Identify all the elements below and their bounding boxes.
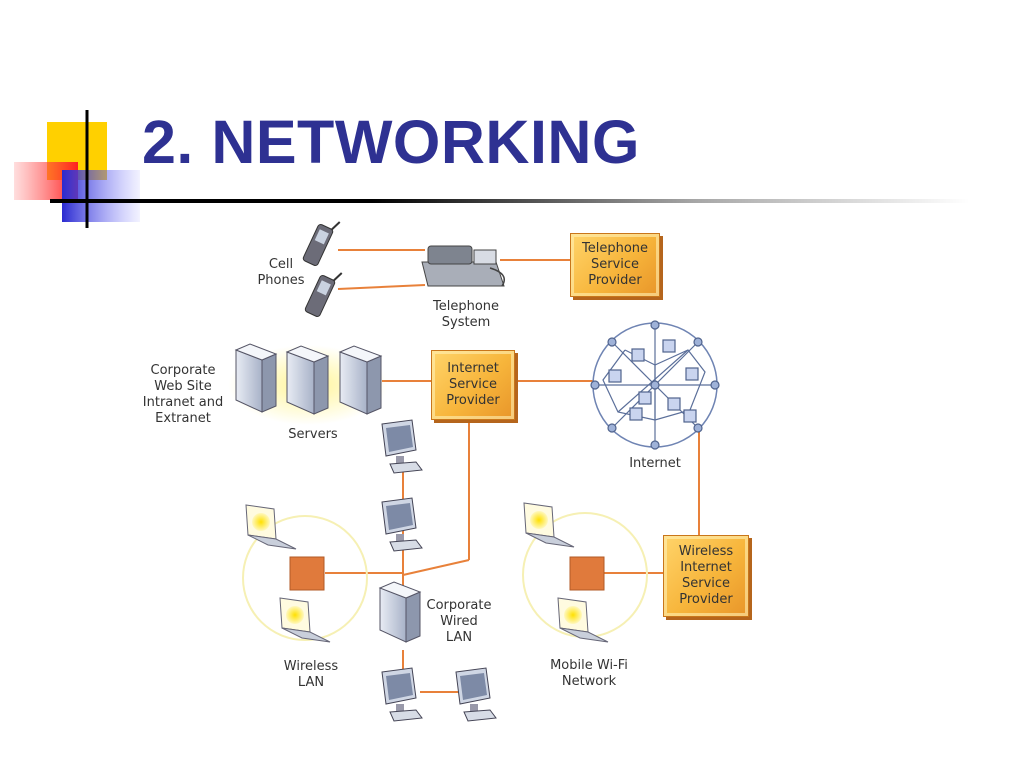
desktop-computer-icon — [381, 419, 423, 474]
server-icon — [285, 345, 330, 415]
telephone-icon — [421, 245, 505, 287]
server-icon — [378, 581, 422, 643]
corporate-web-site-label: Corporate Web Site Intranet and Extranet — [142, 363, 224, 426]
wireless-lan-range — [242, 515, 368, 641]
desktop-computer-icon — [455, 667, 497, 722]
internet-label: Internet — [629, 456, 681, 471]
laptop-icon — [523, 502, 575, 548]
title-divider — [50, 199, 970, 203]
wireless-lan-label: Wireless LAN — [283, 659, 339, 690]
telephone-system-label: Telephone System — [432, 299, 500, 330]
servers-label: Servers — [288, 427, 338, 442]
mobile-wifi-access-point — [569, 556, 605, 591]
internet-service-provider-box: Internet Service Provider — [431, 350, 515, 420]
page-title: 2. NETWORKING — [142, 108, 640, 176]
telephone-service-provider-label: Telephone Service Provider — [581, 241, 649, 288]
wireless-isp-label: Wireless Internet Service Provider — [678, 544, 734, 607]
server-icon — [234, 343, 278, 413]
desktop-computer-icon — [381, 497, 423, 552]
deco-blue-square — [62, 170, 140, 222]
laptop-icon — [245, 504, 297, 550]
laptop-icon — [557, 597, 609, 643]
internet-globe-icon — [590, 320, 720, 450]
cell-phone-icon — [304, 272, 343, 318]
cell-phones-label: Cell Phones — [257, 257, 305, 288]
internet-service-provider-label: Internet Service Provider — [446, 361, 500, 408]
telephone-service-provider-box: Telephone Service Provider — [570, 233, 660, 297]
cell-phone-icon — [302, 221, 341, 267]
wireless-internet-service-provider-box: Wireless Internet Service Provider — [663, 535, 749, 617]
server-icon — [338, 345, 383, 415]
desktop-computer-icon — [381, 667, 423, 722]
wireless-access-point — [289, 556, 325, 591]
title-decoration — [14, 110, 140, 228]
corporate-wired-lan-label: Corporate Wired LAN — [426, 598, 492, 645]
laptop-icon — [279, 597, 331, 643]
mobile-wifi-network-label: Mobile Wi-Fi Network — [550, 658, 628, 689]
